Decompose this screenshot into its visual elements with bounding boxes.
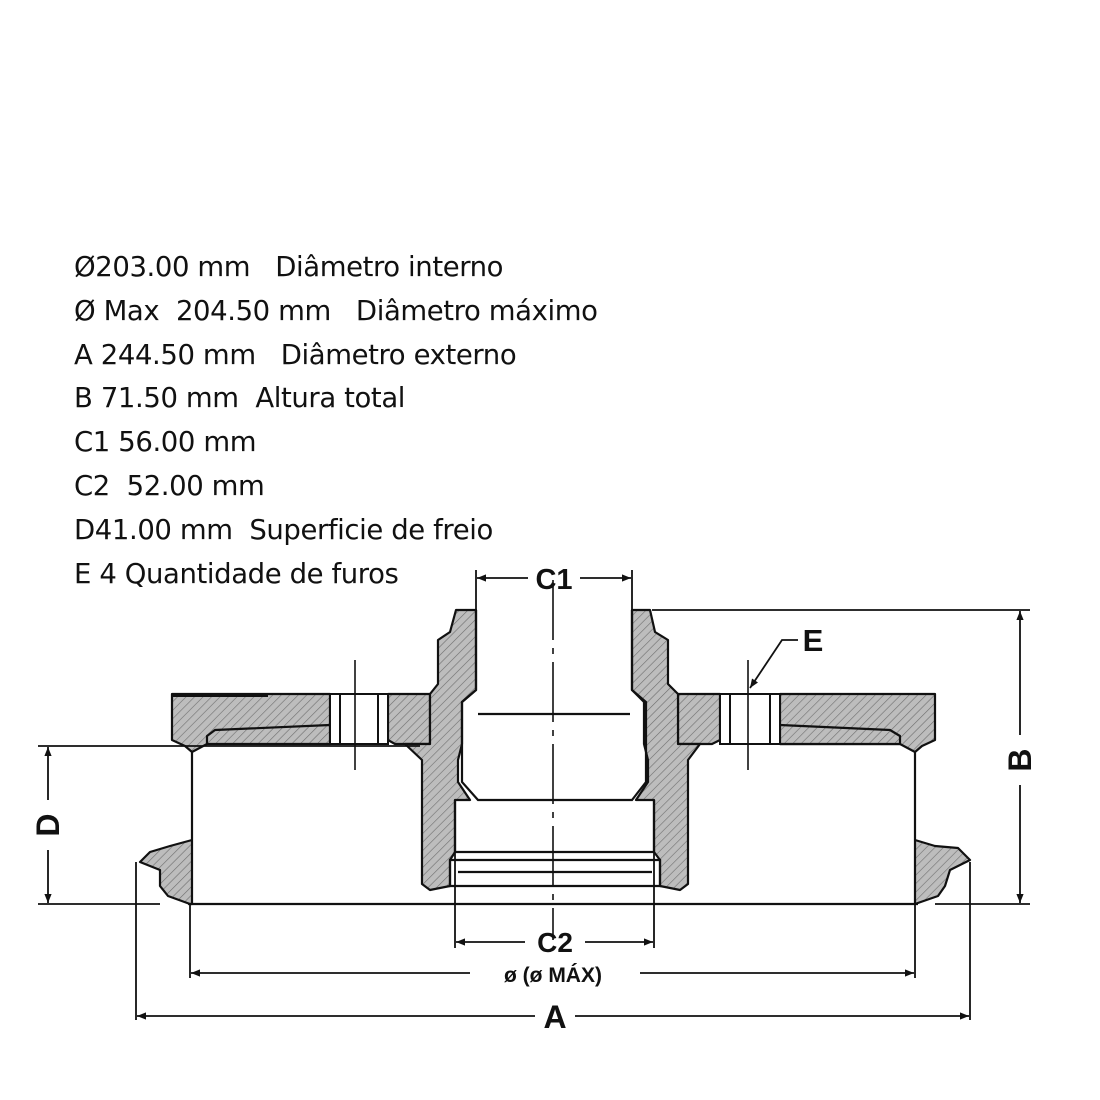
drum-taper-left [205,723,332,746]
spec-row-d: D41.00 mm Superficie de freio [74,509,598,553]
drum-section-right [630,608,972,906]
hub-left [403,608,478,892]
spec-code: D [74,513,95,546]
drum-taper-right [778,723,902,746]
spec-row-c2: C2 52.00 mm [74,465,598,509]
e-leader-line [749,639,798,689]
label-d: D [30,813,66,836]
spec-code: C1 [74,426,110,459]
hub-bore [188,610,918,906]
spec-value: 244.50 mm [100,338,256,371]
spec-description: Diâmetro externo [280,338,517,371]
hub-right [630,608,702,892]
spec-row-b: B 71.50 mm Altura total [74,377,598,421]
spec-row-a: A 244.50 mm Diâmetro externo [74,334,598,378]
spec-value: 4 [99,557,117,590]
spec-description: Diâmetro máximo [355,294,598,327]
spec-code: B [74,382,93,415]
center-lines [354,580,749,940]
spec-row-e: E 4 Quantidade de furos [74,553,598,597]
drum-web-left [386,692,432,746]
spec-value: 56.00 mm [118,426,257,459]
spec-value: 204.50 mm [175,294,331,327]
spec-code: C2 [74,469,110,502]
spec-value: 41.00 mm [94,513,233,546]
spec-code: E [74,557,91,590]
spec-description: Superficie de freio [249,513,493,546]
spec-description: Altura total [255,382,406,415]
dimension-lines [38,570,1030,1020]
bolt-holes [329,693,781,745]
label-c2: C2 [537,927,573,958]
dimension-labels: C1 C2 ø (ø MÁX) A E B D [30,564,1038,1035]
spec-value: 52.00 mm [126,469,265,502]
label-c1: C1 [535,564,572,596]
drum-web-right [676,692,722,746]
spec-description: Diâmetro interno [275,251,504,283]
drum-flange-left [172,694,268,697]
drum-section-left [138,608,478,906]
label-b: B [1002,748,1038,771]
label-a: A [543,999,566,1035]
specification-list: Ø203.00 mm Diâmetro interno Ø Max 204.50… [74,246,598,596]
spec-description: Quantidade de furos [124,557,399,590]
spec-row-diameter-max: Ø Max 204.50 mm Diâmetro máximo [74,290,598,334]
label-e: E [803,623,824,658]
spec-code: Ø Max [74,294,160,327]
spec-code: A [74,338,93,371]
bolt-hole-left [329,693,389,745]
spec-value: 71.50 mm [100,382,239,415]
spec-row-c1: C1 56.00 mm [74,421,598,465]
spec-value: 203.00 mm [95,251,251,283]
spec-code: Ø [74,251,96,283]
spec-row-diameter-internal: Ø203.00 mm Diâmetro interno [74,246,598,290]
label-diameter: ø (ø MÁX) [504,964,602,987]
